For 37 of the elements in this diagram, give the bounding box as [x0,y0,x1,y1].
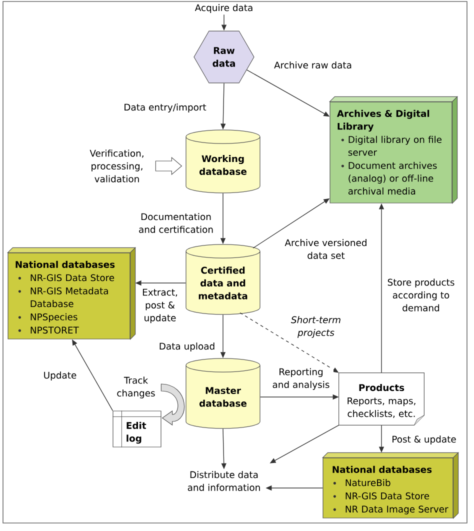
box-heading: Products [359,384,404,392]
database-cylinder: Working database [186,130,260,194]
data-hexagon: Raw data [194,30,254,84]
database-cylinder: Master database [186,358,260,429]
edge-label: Archive raw data [274,60,352,70]
list-item: Document archives (analog) or off-line archival media [348,162,437,195]
edge-label: Data entry/import [123,103,207,113]
box-heading: National databases [332,466,432,473]
list-item: Digital library on file server [348,136,442,156]
edge-label: Data upload [158,342,216,352]
edge-label: Post & update [391,435,457,445]
list-item: NR-GIS Data Store [30,274,114,282]
box-heading: Archives & Digital Library [336,110,430,132]
list-item: NPSpecies [30,313,78,322]
flow-text: Track changes [117,376,155,398]
flow-text: Verification, processing, validation [90,150,144,182]
flow-text: Acquire data [194,4,252,13]
edge-label: Update [42,371,78,381]
edge-label: Archive versioned data set [280,238,372,260]
document-shape [338,372,424,426]
box-text: Reports, maps, checklists, etc. [348,397,416,418]
database-cylinder: Certified data and metadata [186,244,260,315]
curved-arrow [160,384,185,426]
edge-label: Extract, post & update [138,288,182,324]
edge-label: Short-term projects [286,316,346,338]
list-item: NatureBib [346,479,390,486]
box-heading: National databases [16,260,115,268]
flow-text: Distribute data and information [188,471,260,491]
list-item: NR Data Image Server [346,506,448,514]
list-item: NR-GIS Metadata Database [30,287,108,308]
edge-label: Documentation and certification [134,212,218,234]
log-table: Edit log [112,410,162,448]
edge-label: Reporting and analysis [268,368,334,390]
block-arrow [155,156,182,176]
list-item: NR-GIS Data Store [346,492,430,500]
edge-label: Store products according to demand [384,278,458,312]
list-item: NPSTORET [30,326,79,334]
